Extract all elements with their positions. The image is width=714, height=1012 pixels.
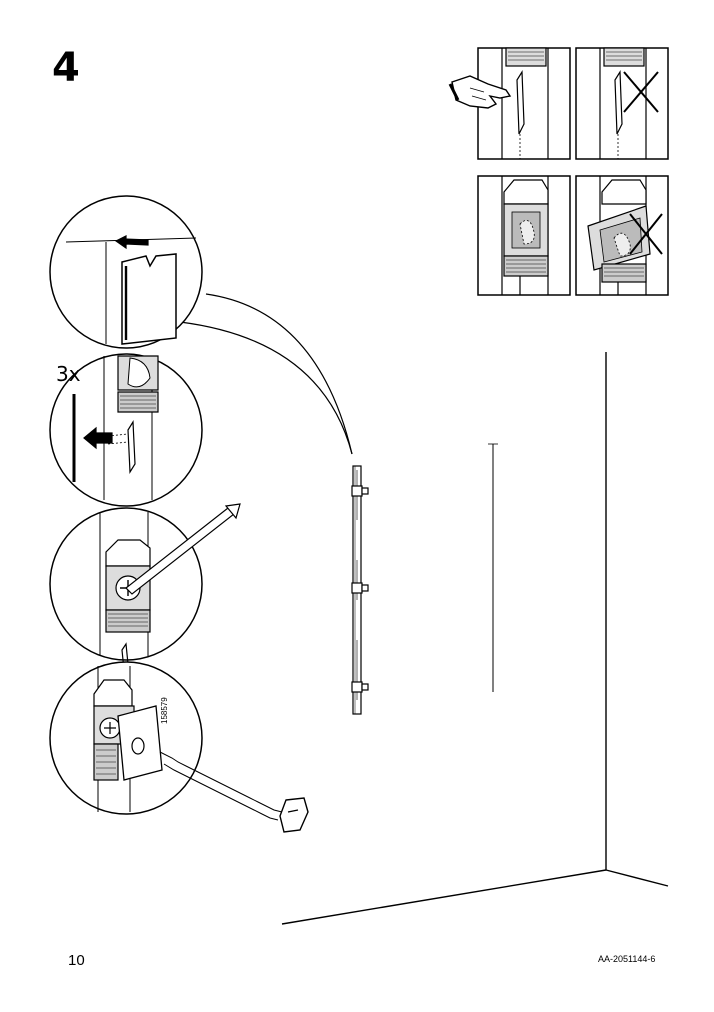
detail-circle-screw — [49, 661, 309, 833]
callout-pointer — [205, 293, 353, 455]
incorrect-panel-slot — [575, 47, 669, 160]
part-number-label: 158579 — [160, 697, 169, 724]
repeat-count-label: 3x — [56, 362, 81, 386]
hand-pointing-icon — [448, 75, 512, 109]
bracket-middle — [351, 582, 369, 594]
screwdriver-icon — [125, 503, 241, 595]
correct-panel-bracket — [477, 175, 571, 296]
guide-line — [488, 443, 498, 692]
document-code: AA-2051144-6 — [598, 954, 656, 964]
cross-icon — [623, 71, 659, 113]
correct-panel-slot — [448, 47, 571, 160]
wall-outline — [281, 352, 669, 925]
screw-icon — [159, 751, 309, 833]
bracket-bottom — [351, 681, 369, 693]
arrow-left-icon — [83, 426, 113, 450]
cross-icon — [629, 213, 663, 255]
bracket-top — [351, 485, 369, 497]
detail-circle-top-alignment — [49, 195, 203, 349]
detail-circle-slot — [49, 353, 203, 507]
step-number: 4 — [52, 45, 80, 91]
page-number: 10 — [68, 952, 85, 969]
incorrect-panel-bracket — [575, 175, 669, 296]
detail-circle-screwdriver — [49, 503, 241, 672]
wall-rail — [351, 465, 369, 715]
arrow-left-icon — [114, 235, 149, 250]
